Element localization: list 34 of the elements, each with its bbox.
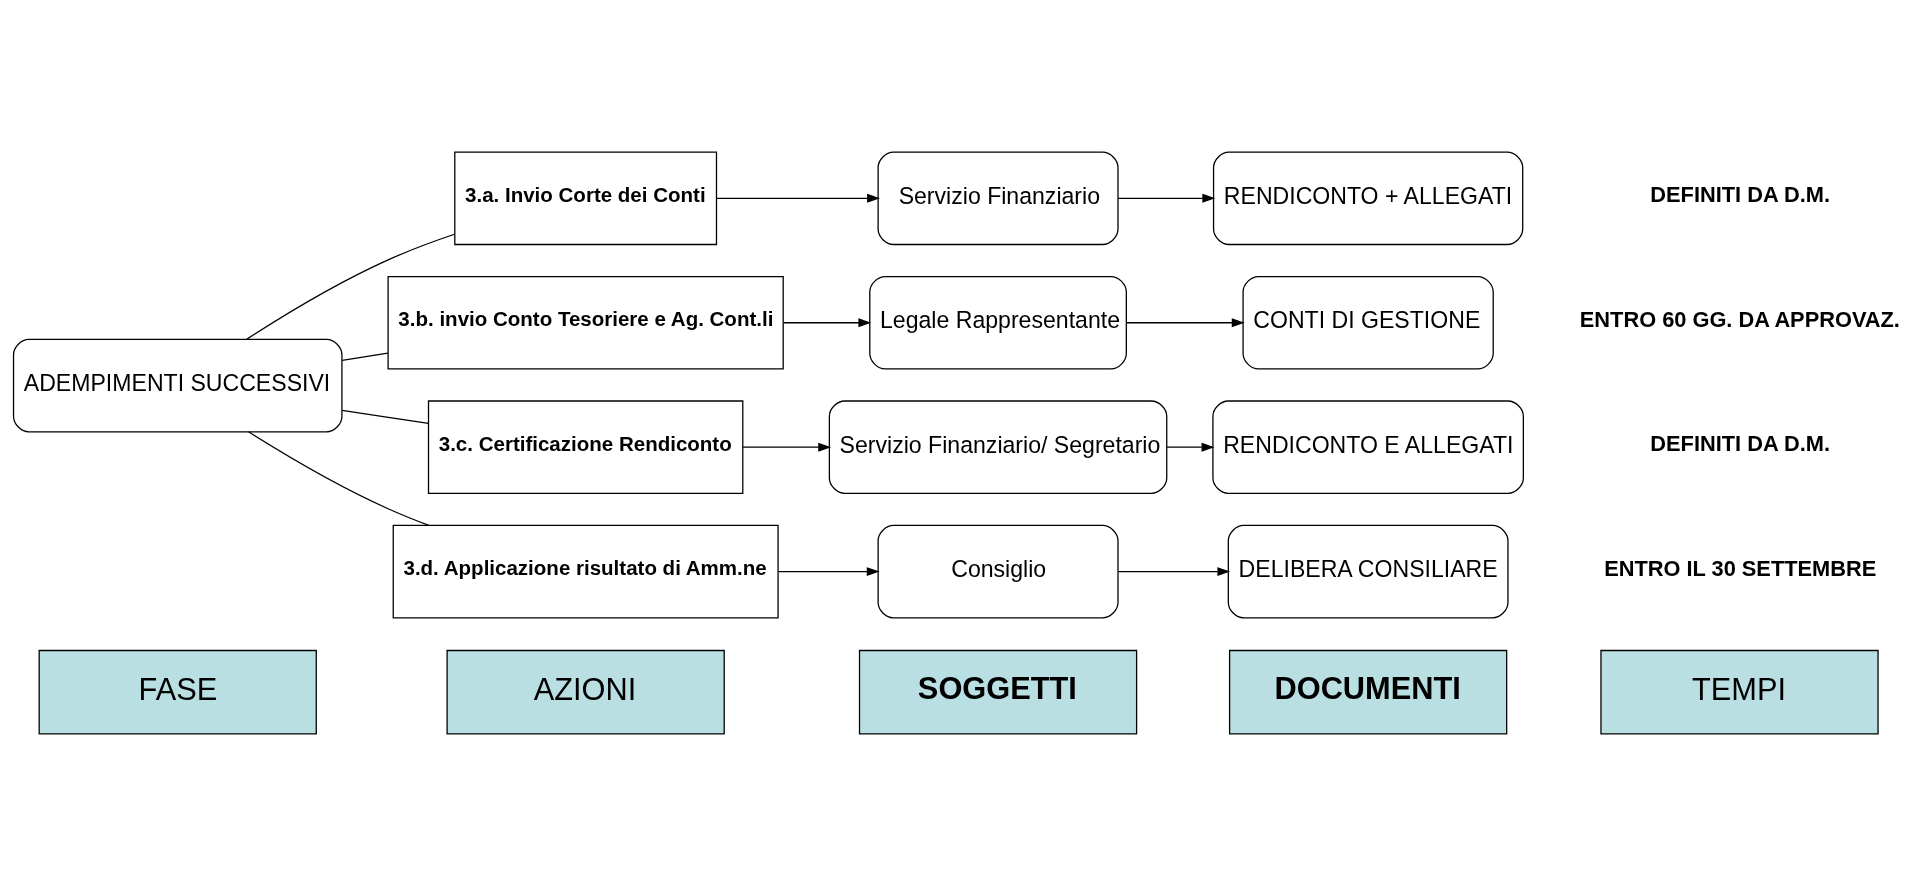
node-box: Legale Rappresentante <box>869 275 1127 370</box>
arrow <box>1166 442 1215 452</box>
arrow <box>778 566 880 576</box>
node-box: 3.b. invio Conto Tesoriere e Ag. Cont.li <box>387 275 784 370</box>
label: DEFINITI DA D.M. <box>1650 181 1830 207</box>
node-box: TEMPI <box>1600 649 1879 734</box>
node-box: CONTI DI GESTIONE <box>1242 275 1494 370</box>
node-box: AZIONI <box>446 649 725 734</box>
node-box: SOGGETTI <box>858 649 1138 734</box>
label: DEFINITI DA D.M. <box>1650 430 1830 456</box>
node-box: 3.a. Invio Corte dei Conti <box>454 151 718 245</box>
connector <box>341 352 389 361</box>
node-box: Servizio Finanziario/ Segretario <box>828 399 1168 494</box>
connector <box>341 409 430 424</box>
arrow <box>715 193 880 203</box>
node-box: 3.d. Applicazione risultato di Amm.ne <box>392 524 779 618</box>
node-box: FASE <box>38 649 317 734</box>
arrow <box>742 442 832 452</box>
arrow <box>782 317 872 327</box>
connector <box>247 430 430 526</box>
node-box: Consiglio <box>877 524 1119 618</box>
arrow <box>1117 193 1216 203</box>
label: ENTRO 60 GG. DA APPROVAZ. <box>1579 306 1900 332</box>
node-box: Servizio Finanziario <box>877 151 1119 245</box>
label: ENTRO IL 30 SETTEMBRE <box>1604 555 1877 581</box>
node-box: RENDICONTO E ALLEGATI <box>1212 399 1524 494</box>
node-box: DOCUMENTI <box>1228 649 1508 734</box>
arrow <box>1126 317 1245 327</box>
node-box: ADEMPIMENTI SUCCESSIVI <box>12 338 343 432</box>
node-box: RENDICONTO + ALLEGATI <box>1212 151 1524 245</box>
node-box: 3.c. Certificazione Rendiconto <box>427 399 744 494</box>
node-box: DELIBERA CONSILIARE <box>1227 524 1509 618</box>
connector <box>246 233 456 340</box>
arrow <box>1117 566 1231 576</box>
